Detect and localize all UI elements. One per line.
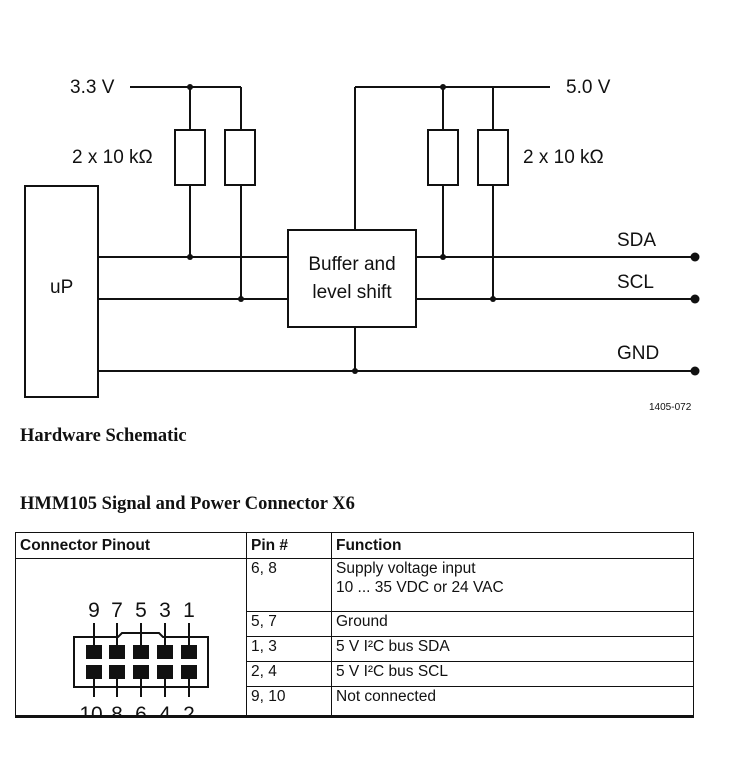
function-cell: 5 V I²C bus SDA xyxy=(331,636,694,663)
pin-cell: 2, 4 xyxy=(246,661,332,688)
pin-label: 4 xyxy=(159,703,171,715)
microcontroller-label: uP xyxy=(50,277,73,298)
terminal-scl xyxy=(690,294,700,304)
voltage-right-label: 5.0 V xyxy=(566,77,611,98)
pinout-table: Connector Pinout Pin # Function 9 7 5 3 … xyxy=(15,532,694,718)
table-row: 5, 7 Ground xyxy=(16,611,694,638)
function-cell: Ground xyxy=(331,611,694,638)
pin-contact xyxy=(181,665,197,679)
pin-label: 7 xyxy=(111,599,123,622)
pin-label: 5 xyxy=(135,599,147,622)
pin-cell: 6, 8 xyxy=(246,557,332,613)
connector-diagram: 9 7 5 3 1 xyxy=(73,599,209,715)
buffer-label-line1: Buffer and xyxy=(308,254,395,275)
function-cell: Supply voltage input 10 ... 35 VDC or 24… xyxy=(331,557,694,613)
pin-contact xyxy=(86,665,102,679)
resistor-left-1 xyxy=(174,129,206,186)
terminal-gnd xyxy=(690,366,700,376)
pin-label: 9 xyxy=(88,599,100,622)
pin-label: 3 xyxy=(159,599,171,622)
connector-pinout-cell: 9 7 5 3 1 xyxy=(15,558,247,717)
table-header-row: Connector Pinout Pin # Function xyxy=(15,532,694,559)
buffer-box xyxy=(287,229,417,328)
table-title: HMM105 Signal and Power Connector X6 xyxy=(20,494,355,514)
terminal-sda xyxy=(690,252,700,262)
pin-contact xyxy=(157,645,173,659)
pin-contact xyxy=(86,645,102,659)
pin-label: 1 xyxy=(183,599,195,622)
function-line: Supply voltage input xyxy=(336,560,476,577)
function-cell: Not connected xyxy=(331,686,694,717)
pin-cell: 1, 3 xyxy=(246,636,332,663)
table-row: 9 7 5 3 1 xyxy=(15,557,694,717)
pin-contact xyxy=(109,665,125,679)
schematic-caption: Hardware Schematic xyxy=(20,426,187,446)
pin-label: 8 xyxy=(111,703,123,715)
table-row: 2, 4 5 V I²C bus SCL xyxy=(16,661,694,688)
pin-label: 2 xyxy=(183,703,195,715)
hardware-schematic: 3.3 V 5.0 V 2 x 10 kΩ 2 x 10 kΩ uP Buffe… xyxy=(24,77,700,413)
resistors-right-label: 2 x 10 kΩ xyxy=(523,147,604,168)
pin-cell: 5, 7 xyxy=(246,611,332,638)
table-row: 9, 10 Not connected xyxy=(16,686,694,717)
pin-contact xyxy=(157,665,173,679)
pin-contact xyxy=(181,645,197,659)
signal-gnd-label: GND xyxy=(617,343,659,364)
connector-housing xyxy=(73,632,209,688)
resistor-left-2 xyxy=(224,129,256,186)
pin-contact xyxy=(133,665,149,679)
signal-sda-label: SDA xyxy=(617,230,656,251)
table-row: 1, 3 5 V I²C bus SDA xyxy=(16,636,694,663)
pin-label: 6 xyxy=(135,703,147,715)
microcontroller-box xyxy=(24,185,99,398)
document-id: 1405-072 xyxy=(649,402,692,413)
resistor-right-1 xyxy=(427,129,459,186)
function-cell: 5 V I²C bus SCL xyxy=(331,661,694,688)
pin-cell: 9, 10 xyxy=(246,686,332,717)
pin-contact xyxy=(109,645,125,659)
header-pin-number: Pin # xyxy=(246,532,332,559)
header-connector-pinout: Connector Pinout xyxy=(15,532,247,559)
buffer-label-line2: level shift xyxy=(312,282,392,303)
resistor-right-2 xyxy=(477,129,509,186)
voltage-left-label: 3.3 V xyxy=(70,77,115,98)
header-function: Function xyxy=(331,532,694,559)
pin-label: 10 xyxy=(79,703,102,715)
signal-scl-label: SCL xyxy=(617,272,654,293)
pin-contact xyxy=(133,645,149,659)
function-line: 10 ... 35 VDC or 24 VAC xyxy=(336,579,504,596)
resistors-left-label: 2 x 10 kΩ xyxy=(72,147,153,168)
